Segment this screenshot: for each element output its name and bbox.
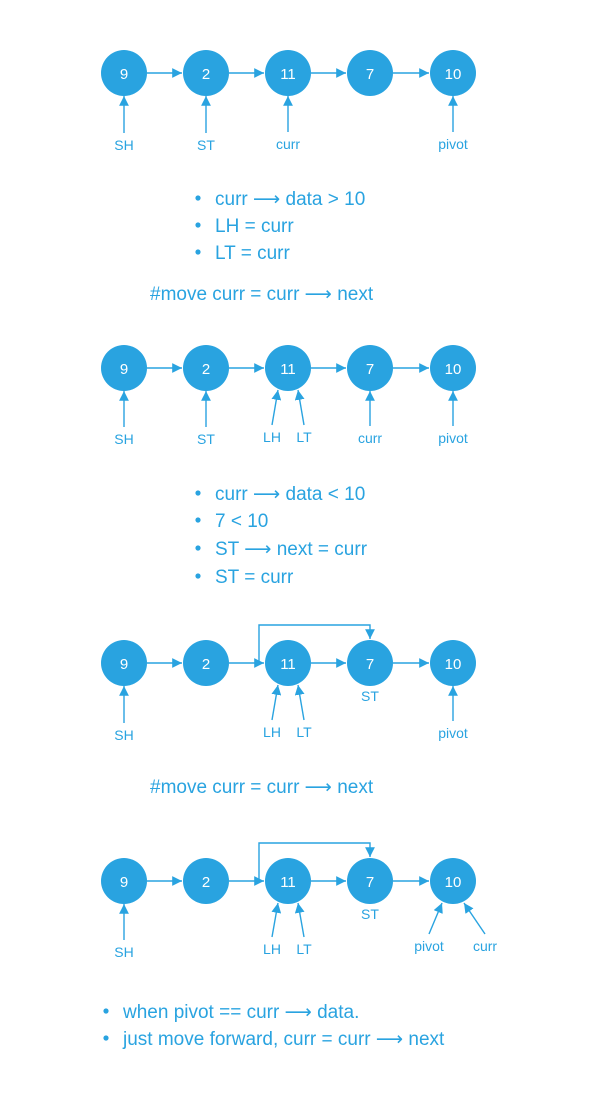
list-node xyxy=(183,345,229,391)
node-value: 2 xyxy=(202,66,210,83)
list-node xyxy=(101,640,147,686)
pointer-lh-arrow xyxy=(271,902,282,938)
list-node xyxy=(347,640,393,686)
list-node xyxy=(430,640,476,686)
pointer-sh-label: SH xyxy=(114,137,133,153)
node-value: 9 xyxy=(120,66,128,83)
node-value: 11 xyxy=(280,656,296,673)
pointer-lh-arrow xyxy=(271,684,282,721)
pointer-lh-arrow xyxy=(271,389,282,426)
node-value: 9 xyxy=(120,656,128,673)
pointer-lh-label: LH xyxy=(263,941,281,957)
pointer-lt-label: LT xyxy=(296,724,312,740)
bullet-text: curr ⟶ data > 10 xyxy=(215,189,365,210)
bullet-dot xyxy=(195,195,201,201)
node-value: 11 xyxy=(280,66,296,83)
pointer-pivot-label: pivot xyxy=(414,938,444,954)
pointer-lh-label: LH xyxy=(263,724,281,740)
list-node xyxy=(265,345,311,391)
list-node xyxy=(347,345,393,391)
bullet-dot xyxy=(195,490,201,496)
node-value: 7 xyxy=(366,874,374,891)
move-note: #move curr = curr ⟶ next xyxy=(150,777,374,798)
node-value: 2 xyxy=(202,361,210,378)
node-value: 10 xyxy=(445,874,462,891)
pointer-sh-label: SH xyxy=(114,431,133,447)
pointer-curr-label: curr xyxy=(473,938,497,954)
pointer-lh-label: LH xyxy=(263,429,281,445)
pointer-st-label: ST xyxy=(197,137,215,153)
list-node xyxy=(265,50,311,96)
pointer-sh-label: SH xyxy=(114,944,133,960)
node-value: 10 xyxy=(445,66,462,83)
bullet-dot xyxy=(195,573,201,579)
pointer-pivot-label: pivot xyxy=(438,136,468,152)
bullet-dot xyxy=(195,517,201,523)
bullet-text: ST ⟶ next = curr xyxy=(215,539,368,560)
bullet-text: ST = curr xyxy=(215,567,294,588)
bullet-text: when pivot == curr ⟶ data. xyxy=(122,1002,359,1023)
list-node xyxy=(430,345,476,391)
pointer-sh-label: SH xyxy=(114,727,133,743)
bypass-link-arrow xyxy=(258,842,375,881)
list-node xyxy=(265,640,311,686)
pointer-lt-arrow xyxy=(294,684,305,721)
bypass-link-arrow xyxy=(258,624,375,663)
bullet-dot xyxy=(195,545,201,551)
bullet-text: LT = curr xyxy=(215,243,290,264)
list-node xyxy=(347,858,393,904)
list-node xyxy=(347,50,393,96)
node-value: 10 xyxy=(445,361,462,378)
node-value: 7 xyxy=(366,66,374,83)
node-value: 11 xyxy=(280,874,296,891)
pointer-lt-arrow xyxy=(294,902,305,938)
pointer-lt-label: LT xyxy=(296,941,312,957)
bullet-dot xyxy=(195,249,201,255)
list-node xyxy=(101,345,147,391)
pointer-curr-label: curr xyxy=(358,430,382,446)
bullet-text: curr ⟶ data < 10 xyxy=(215,484,365,505)
pointer-st-label: ST xyxy=(361,906,379,922)
node-value: 2 xyxy=(202,874,210,891)
node-value: 7 xyxy=(366,656,374,673)
list-node xyxy=(101,50,147,96)
list-node xyxy=(265,858,311,904)
node-value: 2 xyxy=(202,656,210,673)
node-value: 11 xyxy=(280,361,296,378)
pointer-pivot-label: pivot xyxy=(438,430,468,446)
list-node xyxy=(101,858,147,904)
move-note: #move curr = curr ⟶ next xyxy=(150,284,374,305)
pointer-lt-arrow xyxy=(294,389,305,426)
list-node xyxy=(183,50,229,96)
bullet-text: just move forward, curr = curr ⟶ next xyxy=(122,1029,445,1050)
pointer-st-label: ST xyxy=(361,688,379,704)
pointer-curr-label: curr xyxy=(276,136,300,152)
list-node xyxy=(183,640,229,686)
node-value: 9 xyxy=(120,361,128,378)
node-value: 10 xyxy=(445,656,462,673)
bullet-dot xyxy=(103,1035,109,1041)
list-node xyxy=(430,50,476,96)
pointer-pivot-label: pivot xyxy=(438,725,468,741)
bullet-text: LH = curr xyxy=(215,216,294,237)
list-node xyxy=(183,858,229,904)
node-value: 9 xyxy=(120,874,128,891)
pointer-st-label: ST xyxy=(197,431,215,447)
pointer-curr-arrow xyxy=(463,902,486,935)
pointer-pivot-arrow xyxy=(428,902,443,935)
bullet-dot xyxy=(103,1008,109,1014)
list-node xyxy=(430,858,476,904)
node-value: 7 xyxy=(366,361,374,378)
pointer-lt-label: LT xyxy=(296,429,312,445)
bullet-dot xyxy=(195,222,201,228)
bullet-text: 7 < 10 xyxy=(215,511,268,532)
